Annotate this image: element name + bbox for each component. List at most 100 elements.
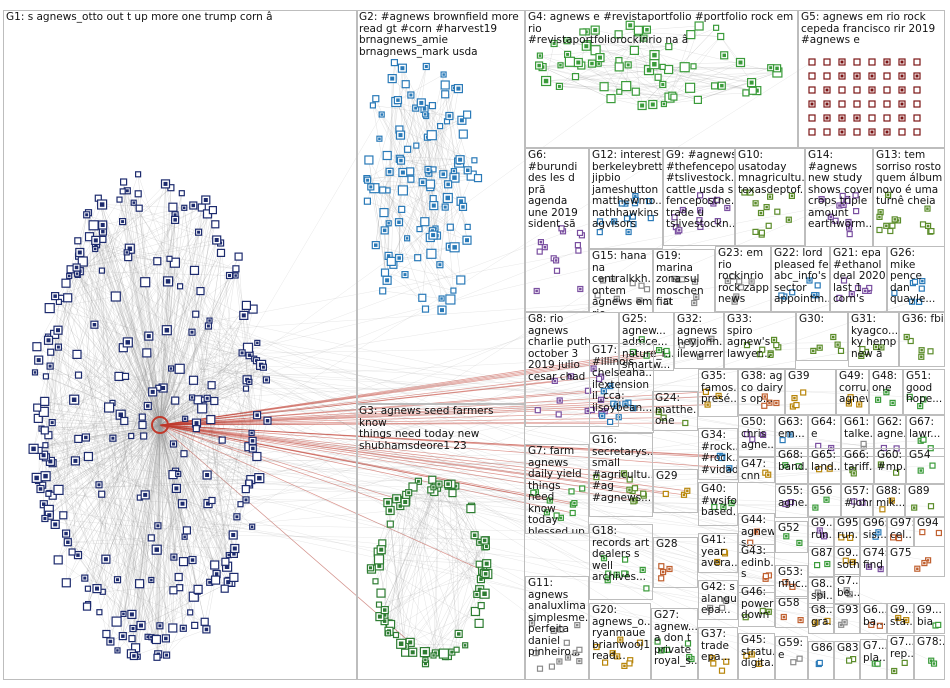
graph-edge bbox=[448, 542, 480, 657]
graph-edge bbox=[86, 214, 215, 402]
graph-node-fill bbox=[41, 453, 46, 458]
graph-node bbox=[135, 579, 145, 589]
group-label: G64: e bbox=[811, 416, 837, 440]
graph-edge bbox=[173, 503, 183, 558]
graph-edge bbox=[131, 330, 168, 437]
graph-edge bbox=[44, 183, 166, 519]
graph-edge bbox=[49, 438, 79, 516]
graph-edge bbox=[159, 355, 250, 426]
graph-edge bbox=[128, 256, 236, 270]
graph-edge bbox=[539, 65, 612, 99]
graph-edge bbox=[199, 398, 793, 588]
graph-edge bbox=[159, 424, 185, 537]
graph-edge bbox=[129, 248, 185, 454]
graph-edge bbox=[167, 232, 199, 282]
graph-edge bbox=[199, 498, 932, 507]
group-box-g93: G93 bbox=[834, 603, 860, 634]
graph-edge bbox=[52, 352, 147, 423]
group-label: G95: run... bbox=[837, 517, 860, 541]
group-box-g27: G27: agnew... a don t private royal_s... bbox=[651, 608, 698, 680]
graph-edge bbox=[370, 186, 451, 300]
graph-edge bbox=[152, 388, 247, 393]
graph-edge bbox=[445, 84, 472, 176]
group-label: G34: #rock... #rock... #vidad... bbox=[701, 429, 738, 476]
group-box-g59: G59: e bbox=[775, 636, 808, 680]
graph-edge bbox=[133, 629, 207, 657]
graph-node-fill bbox=[132, 654, 136, 658]
group-box-g78: G78:... bbox=[914, 635, 945, 680]
graph-node-fill bbox=[93, 238, 98, 243]
graph-edge bbox=[384, 479, 433, 616]
graph-node bbox=[135, 204, 143, 212]
graph-edge bbox=[38, 418, 176, 472]
graph-edge bbox=[199, 479, 573, 505]
graph-edge bbox=[110, 424, 161, 642]
graph-edge bbox=[122, 424, 161, 637]
graph-edge bbox=[641, 27, 717, 106]
group-box-g51: G51: good hope... bbox=[903, 369, 945, 415]
group-label: G96: sis... bbox=[863, 517, 887, 541]
graph-edge bbox=[199, 290, 869, 521]
graph-edge bbox=[58, 210, 214, 490]
graph-edge bbox=[67, 537, 152, 543]
graph-edge bbox=[380, 500, 406, 594]
group-label: G94 bbox=[917, 517, 939, 529]
graph-edge bbox=[159, 270, 195, 426]
graph-edge bbox=[199, 393, 819, 665]
graph-edge bbox=[402, 135, 433, 173]
group-box-g23: G23: em rio rockinrio rock zapp news bbox=[715, 246, 771, 312]
graph-node bbox=[40, 396, 50, 406]
graph-node bbox=[206, 415, 216, 425]
graph-node-fill bbox=[208, 319, 211, 322]
graph-edge bbox=[199, 301, 913, 543]
graph-node bbox=[229, 572, 239, 583]
graph-node-fill bbox=[264, 378, 268, 382]
graph-edge bbox=[405, 501, 482, 580]
group-label: G67: lawr... bbox=[909, 416, 941, 440]
graph-edge bbox=[123, 181, 143, 426]
graph-edge bbox=[123, 347, 185, 454]
graph-node-fill bbox=[255, 413, 259, 417]
graph-node-fill bbox=[31, 446, 36, 452]
graph-edge bbox=[431, 135, 464, 207]
group-box-g26: G26: mike pence dan quayle... bbox=[887, 246, 945, 312]
graph-node bbox=[189, 265, 200, 275]
graph-node bbox=[153, 257, 162, 266]
group-label: G56 bbox=[811, 485, 833, 497]
group-box-g60: G60: #mp... bbox=[874, 448, 906, 484]
graph-node bbox=[232, 265, 240, 273]
graph-edge bbox=[539, 46, 669, 56]
graph-node bbox=[72, 349, 82, 359]
graph-edge bbox=[71, 435, 144, 553]
graph-edge bbox=[69, 275, 193, 333]
graph-edge bbox=[159, 315, 244, 426]
graph-node-fill bbox=[231, 533, 236, 537]
graph-edge bbox=[158, 424, 161, 655]
graph-edge bbox=[546, 72, 778, 82]
group-label: G6: #burundi des les d prã agenda une 20… bbox=[528, 149, 578, 230]
group-label: G39 bbox=[788, 370, 810, 382]
graph-edge bbox=[78, 256, 161, 426]
graph-edge bbox=[40, 424, 161, 490]
graph-edge bbox=[159, 612, 191, 626]
graph-node-fill bbox=[75, 272, 79, 275]
graph-node-fill bbox=[121, 634, 125, 638]
graph-node-fill bbox=[164, 636, 168, 641]
graph-edge bbox=[60, 298, 250, 383]
graph-edge bbox=[140, 424, 161, 626]
group-box-g74: G74: find bbox=[860, 546, 887, 577]
graph-edge bbox=[397, 100, 444, 175]
graph-edge bbox=[378, 559, 487, 564]
graph-edge bbox=[54, 274, 78, 335]
graph-node-fill bbox=[190, 558, 195, 562]
graph-edge bbox=[450, 484, 480, 624]
graph-node-fill bbox=[256, 341, 259, 345]
graph-edge bbox=[159, 424, 249, 447]
group-label: G55: agne... bbox=[778, 485, 808, 509]
graph-edge bbox=[48, 388, 247, 436]
graph-node-fill bbox=[100, 223, 105, 227]
graph-edge bbox=[542, 66, 636, 92]
graph-edge bbox=[159, 349, 660, 426]
graph-node-fill bbox=[183, 535, 186, 538]
